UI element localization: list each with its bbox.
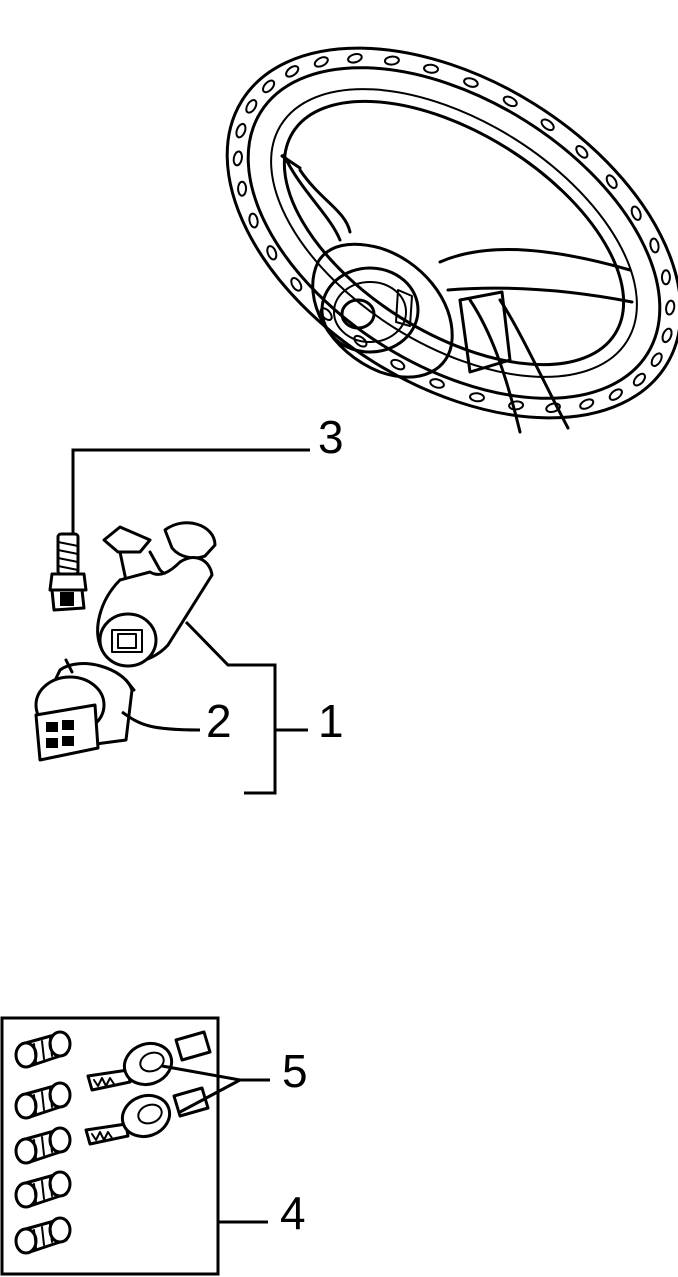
grip-dimple <box>660 269 671 286</box>
grip-dimple <box>545 402 561 414</box>
callout-2: 2 <box>206 695 232 747</box>
grip-dimple <box>649 237 660 254</box>
grip-dimple <box>650 352 663 367</box>
key-icon <box>84 1030 212 1146</box>
grip-dimple <box>661 327 673 344</box>
grip-dimple <box>232 150 243 167</box>
leader-2 <box>121 710 201 732</box>
grip-dimple <box>630 205 642 221</box>
lock-cylinder-icon <box>14 1030 72 1255</box>
grip-dimple <box>579 398 595 410</box>
grip-dimple <box>262 79 276 94</box>
grip-dimple <box>605 174 618 189</box>
grip-dimple <box>353 334 368 348</box>
ignition-lock-housing-icon <box>96 521 217 668</box>
steering-wheel-icon <box>225 46 678 420</box>
callout-1: 1 <box>318 695 344 747</box>
grip-dimple <box>245 99 258 114</box>
callout-3: 3 <box>318 411 344 463</box>
grip-dimple <box>266 245 278 261</box>
grip-dimple <box>347 52 363 64</box>
grip-dimple <box>463 77 479 88</box>
shear-bolt-icon <box>48 532 88 612</box>
lock-cylinder <box>14 1081 72 1120</box>
grip-dimple <box>632 372 646 387</box>
grip-dimple <box>508 400 525 411</box>
lock-cylinder <box>14 1030 72 1069</box>
grip-dimple <box>383 55 400 66</box>
grip-dimple <box>237 180 248 197</box>
leader-5 <box>161 1064 270 1114</box>
grip-dimple <box>248 212 259 229</box>
grip-dimple <box>290 277 303 292</box>
steering-hub <box>280 153 634 434</box>
callout-5: 5 <box>282 1045 308 1097</box>
callout-4: 4 <box>280 1187 306 1239</box>
grip-dimple <box>423 63 439 74</box>
grip-dimple <box>313 56 329 68</box>
grip-dimple <box>285 65 300 78</box>
grip-dimple <box>608 388 623 401</box>
grip-dimple <box>575 144 589 159</box>
grip-dimple <box>502 95 518 108</box>
lock-cylinder <box>14 1216 72 1255</box>
lock-cylinder <box>14 1126 72 1165</box>
bracket-1 <box>184 620 277 795</box>
grip-dimple <box>469 392 485 403</box>
lock-cylinder <box>14 1170 72 1209</box>
grip-dimple <box>665 299 676 316</box>
kit-box <box>0 1016 220 1276</box>
leader-3 <box>71 448 310 535</box>
grip-dimple <box>540 118 555 132</box>
grip-dimple <box>235 122 247 139</box>
ignition-switch-icon <box>34 658 136 762</box>
grip-dimple <box>429 378 445 389</box>
grip-dimple <box>390 358 406 371</box>
